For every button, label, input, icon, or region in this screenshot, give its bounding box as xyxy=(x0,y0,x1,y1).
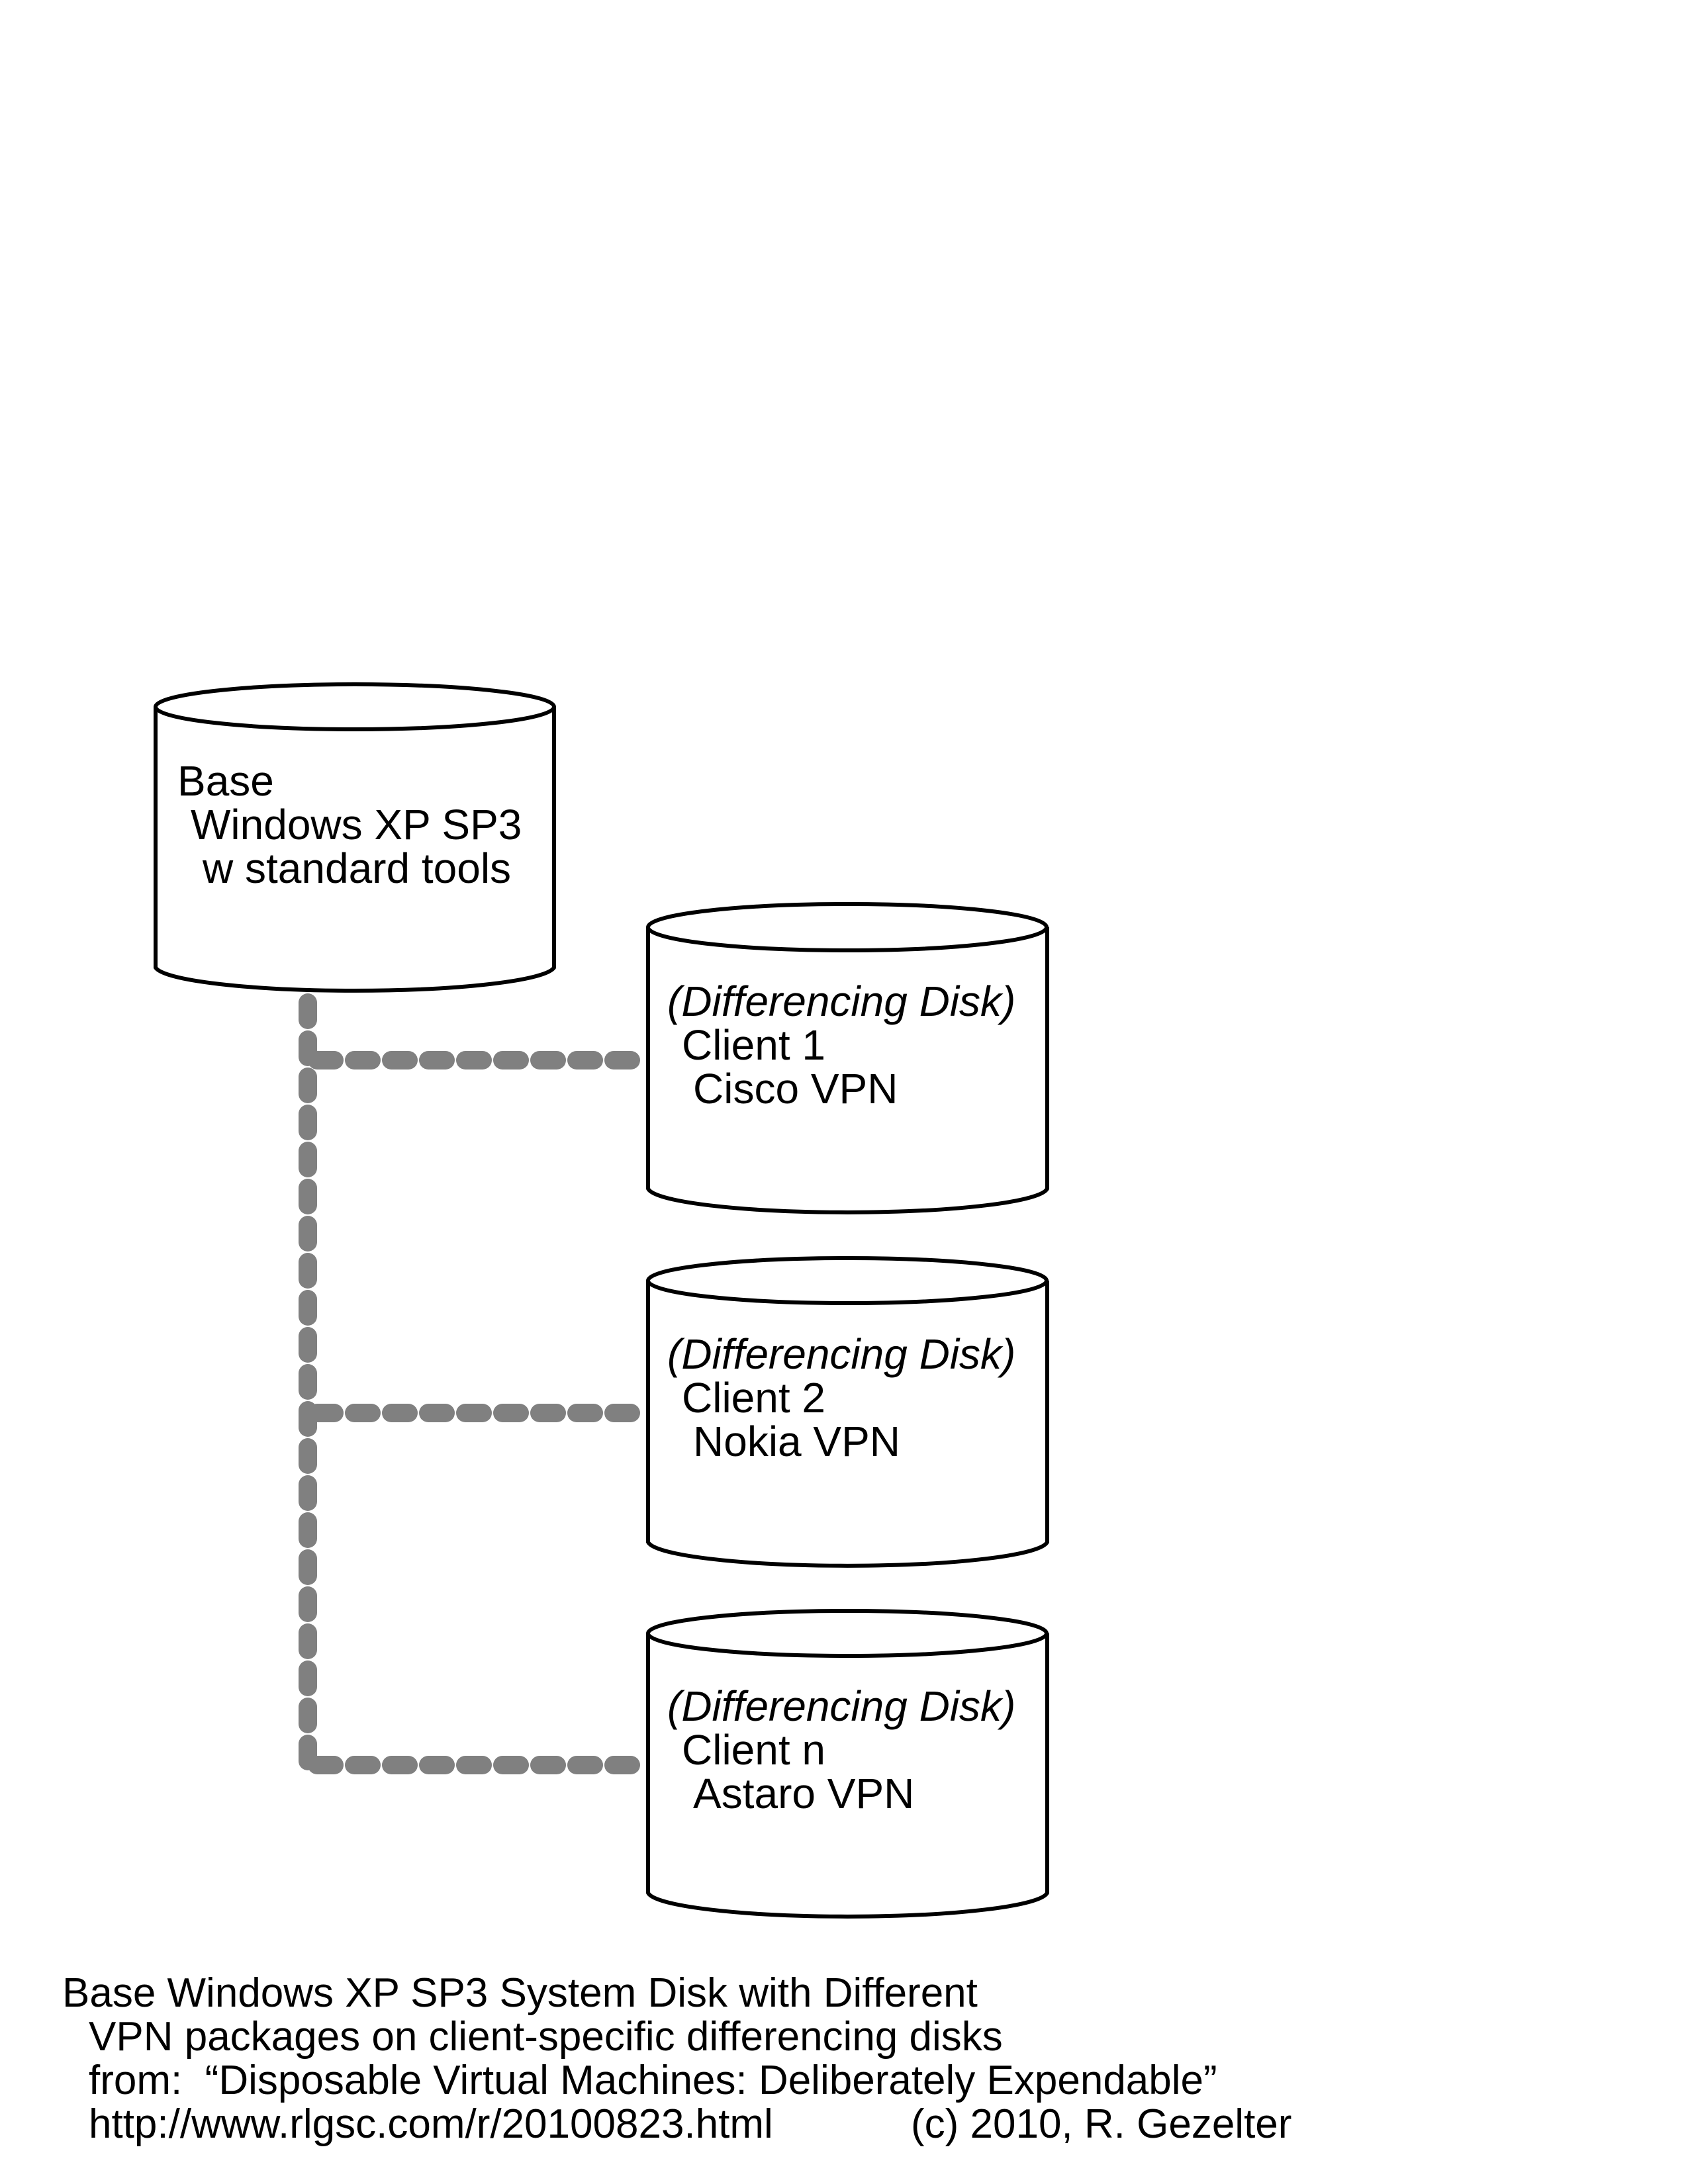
client-disk-n-top xyxy=(646,1609,1049,1658)
client-disk-1 xyxy=(646,902,1049,1214)
base-disk-label-line3: w standard tools xyxy=(202,844,511,892)
client-disk-n-vpn: Astaro VPN xyxy=(693,1770,914,1817)
connector-tree xyxy=(299,993,650,1774)
caption-line-3: from: “Disposable Virtual Machines: Deli… xyxy=(89,2058,1217,2103)
client-disk-2-type: (Differencing Disk) xyxy=(667,1330,1015,1378)
client-disk-n-body xyxy=(646,1633,1049,1919)
caption: Base Windows XP SP3 System Disk with Dif… xyxy=(62,1970,1291,2147)
caption-line-2: VPN packages on client-specific differen… xyxy=(89,2014,1003,2060)
client-disk-1-body xyxy=(646,927,1049,1214)
client-disk-2-vpn: Nokia VPN xyxy=(693,1418,900,1465)
client-disk-2-name: Client 2 xyxy=(682,1374,825,1422)
client-disk-1-top xyxy=(646,902,1049,952)
client-disk-2-top xyxy=(646,1256,1049,1305)
caption-line-1: Base Windows XP SP3 System Disk with Dif… xyxy=(62,1970,978,2016)
client-disk-2-body xyxy=(646,1281,1049,1568)
base-disk-body xyxy=(154,707,556,993)
base-disk-label-line2: Windows XP SP3 xyxy=(191,801,522,848)
client-disk-1-type: (Differencing Disk) xyxy=(667,978,1015,1025)
base-disk-label-line1: Base xyxy=(177,757,274,805)
client-disk-2 xyxy=(646,1256,1049,1568)
base-disk xyxy=(154,682,556,993)
client-disk-n-type: (Differencing Disk) xyxy=(667,1682,1015,1730)
base-disk-top xyxy=(154,682,556,731)
client-disk-n-name: Client n xyxy=(682,1726,825,1774)
caption-copyright: (c) 2010, R. Gezelter xyxy=(911,2101,1291,2147)
client-disk-1-name: Client 1 xyxy=(682,1021,825,1069)
caption-url[interactable]: http://www.rlgsc.com/r/20100823.html xyxy=(89,2101,773,2147)
client-disk-1-vpn: Cisco VPN xyxy=(693,1065,898,1113)
client-disk-n xyxy=(646,1609,1049,1919)
